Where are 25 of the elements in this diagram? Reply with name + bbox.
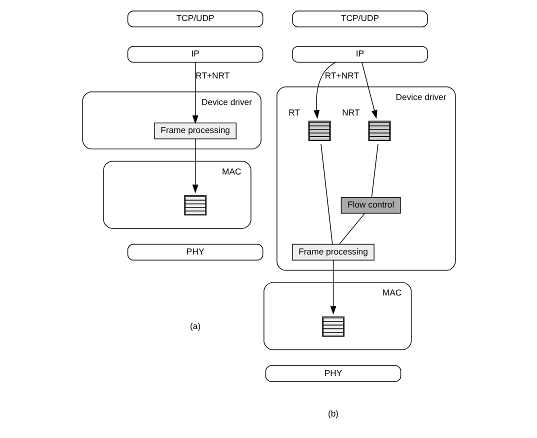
node-box: TCP/UDP	[292, 10, 428, 28]
node-box: TCP/UDP	[126, 10, 263, 28]
node-box: IP	[126, 46, 263, 63]
cluster: MAC	[263, 282, 412, 350]
node-label: RT	[288, 107, 300, 118]
arrow	[192, 62, 198, 124]
arrow	[192, 138, 198, 194]
arrow	[313, 62, 336, 119]
arrow	[361, 62, 377, 119]
cluster: MAC	[102, 160, 251, 229]
node-box: Frame processing	[292, 244, 374, 261]
label: (a)	[190, 320, 200, 331]
node-box: PHY	[126, 244, 263, 261]
arrow	[330, 260, 336, 315]
label: (b)	[327, 408, 338, 418]
connector	[338, 212, 365, 244]
node-box: PHY	[264, 365, 401, 382]
node-box: IP	[292, 46, 428, 63]
node-box: Flow control	[340, 196, 400, 214]
node-label: NRT	[342, 107, 360, 118]
node-box: Frame processing	[154, 122, 236, 140]
connector	[370, 144, 378, 198]
edge-label: RT+NRT	[324, 70, 358, 81]
edge-label: RT+NRT	[195, 70, 230, 81]
connector	[320, 144, 332, 245]
